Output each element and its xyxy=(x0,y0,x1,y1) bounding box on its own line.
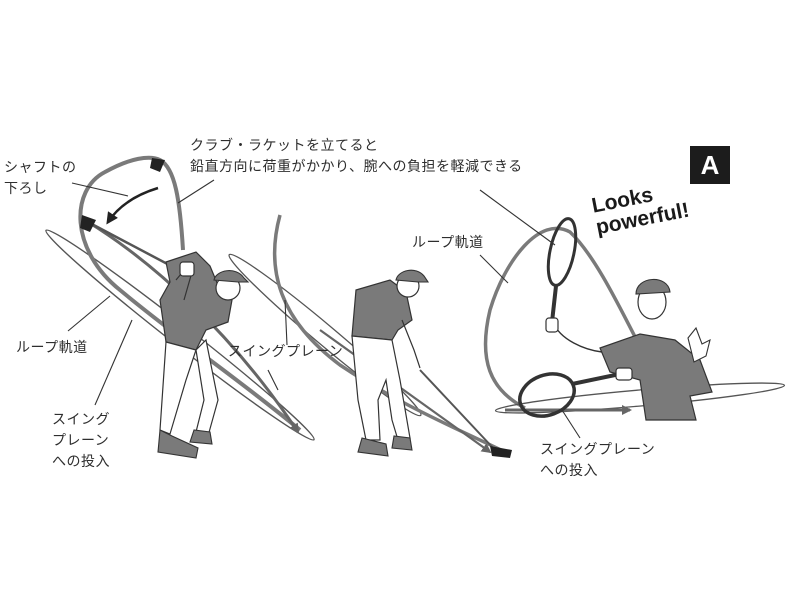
label-line: 鉛直方向に荷重がかかり、腕への負担を軽減できる xyxy=(190,159,523,175)
label-swing-plane-entry-right: スイングプレーン への投入 xyxy=(540,440,655,482)
lowering-arrow-icon xyxy=(106,186,159,225)
label-line: プレーン xyxy=(52,433,110,449)
club-head-impact xyxy=(490,446,512,458)
label-club-racket-note: クラブ・ラケットを立てると 鉛直方向に荷重がかかり、腕への負担を軽減できる xyxy=(190,136,523,178)
label-line: への投入 xyxy=(52,454,110,470)
golfer-impact xyxy=(228,214,512,458)
label-shaft-lowering: シャフトの 下ろし xyxy=(4,158,77,200)
label-line: スイング xyxy=(52,412,110,428)
label-line: クラブ・ラケットを立てると xyxy=(190,138,379,154)
tennis-player xyxy=(483,217,786,421)
loop-trajectory-right xyxy=(483,226,657,410)
label-line: 下ろし xyxy=(4,181,48,197)
label-swing-plane-entry-left: スイング プレーン への投入 xyxy=(52,410,110,473)
label-loop-path-left: ループ軌道 xyxy=(16,340,88,356)
leader-lines xyxy=(67,179,581,439)
label-line: スイングプレーン xyxy=(540,442,656,458)
club-head-top xyxy=(150,158,165,172)
label-loop-path-right: ループ軌道 xyxy=(412,235,484,251)
golfer-backswing xyxy=(45,155,315,459)
golfer-shirt-left xyxy=(159,251,233,351)
label-line: シャフトの xyxy=(4,160,77,176)
panel-badge: A xyxy=(690,146,730,184)
swing-plane-ellipse-right xyxy=(494,382,786,414)
club-head-lowered xyxy=(80,215,96,232)
swing-plane-ellipse-center xyxy=(228,253,422,417)
label-swing-plane-center: スイングプレーン xyxy=(228,344,344,360)
label-line: への投入 xyxy=(540,463,598,479)
